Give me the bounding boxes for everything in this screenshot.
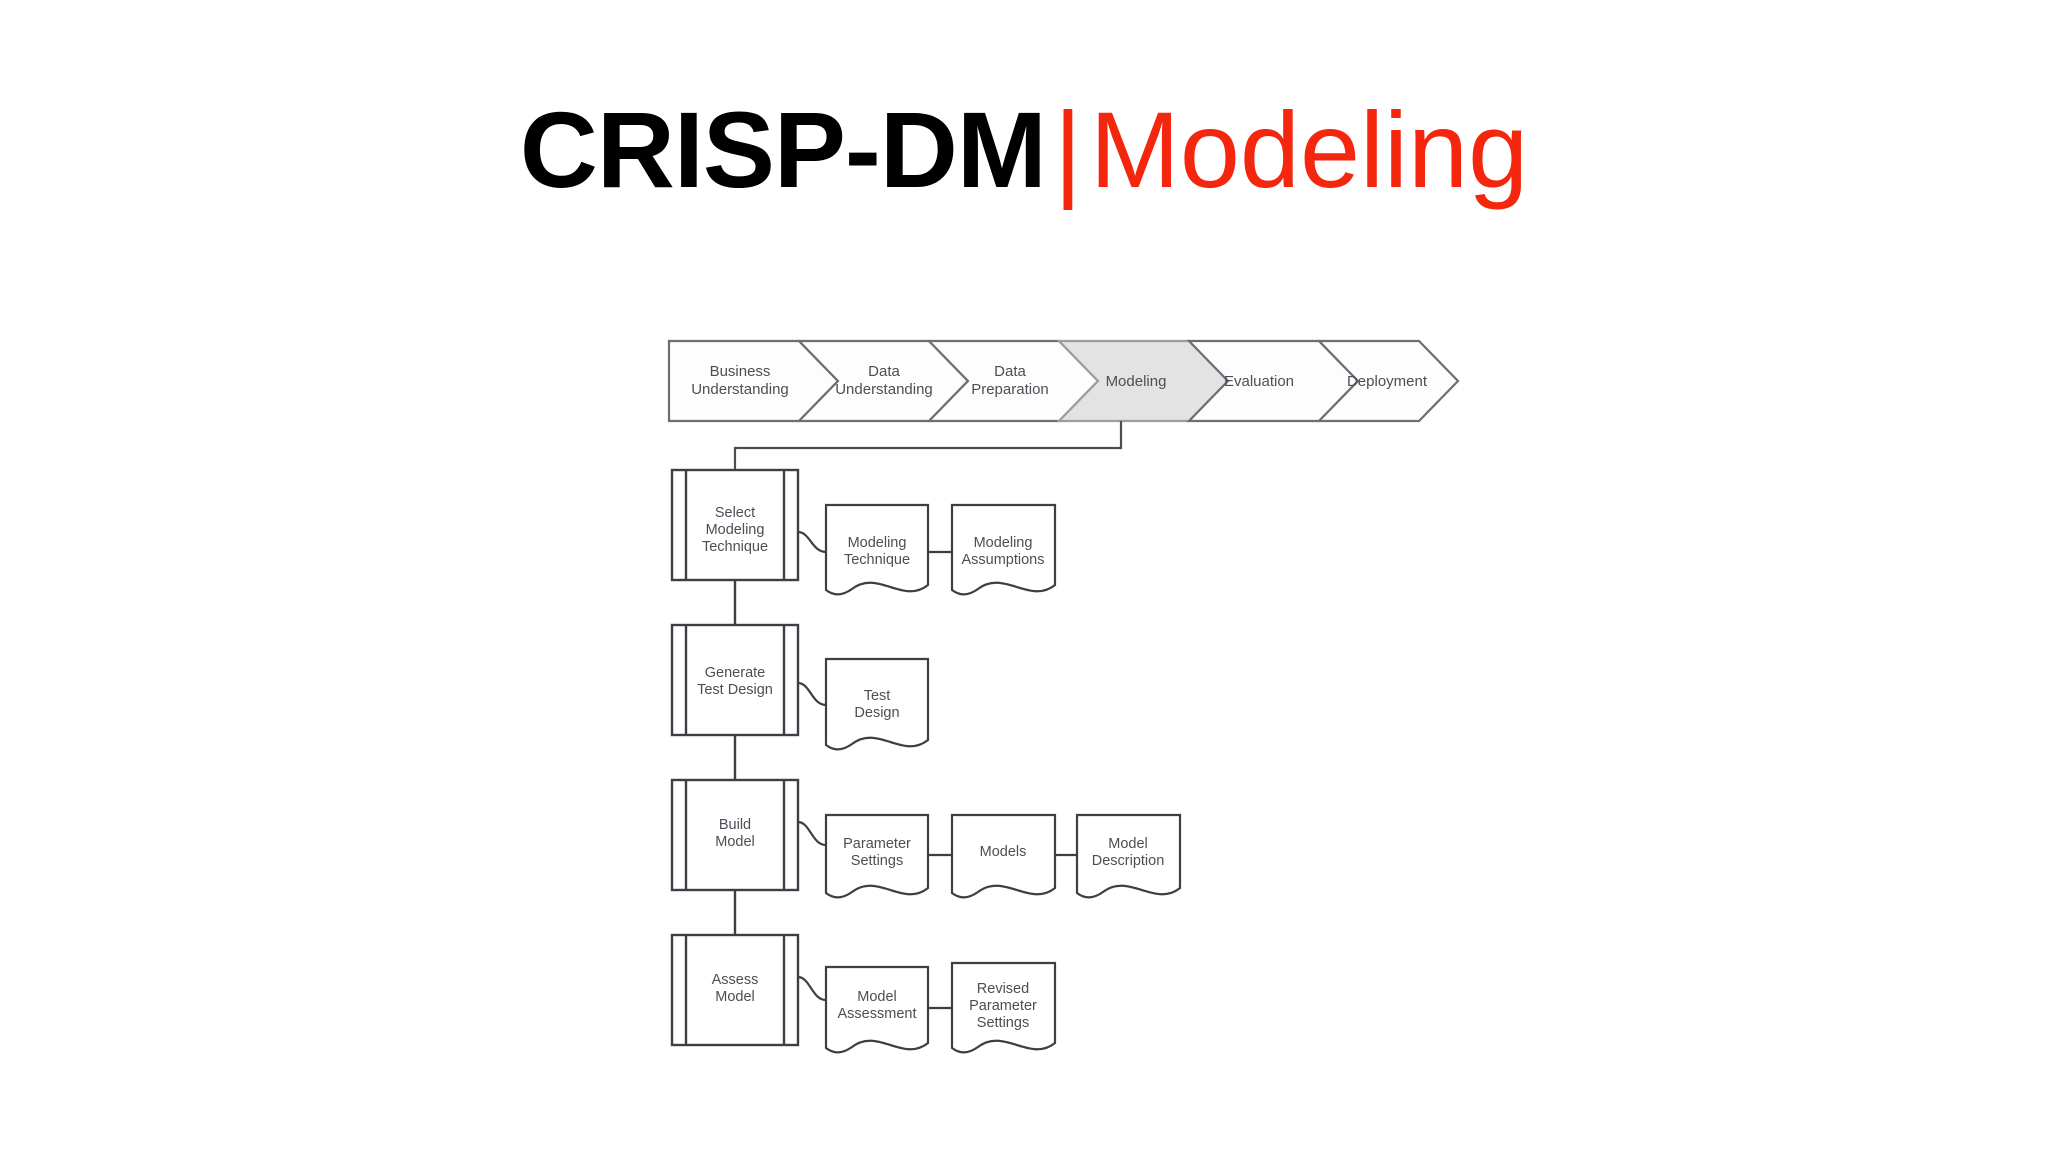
- task-label-line2: Modeling: [706, 522, 765, 538]
- title-main-text: CRISP-DM: [519, 89, 1047, 210]
- output-label-line2: Description: [1092, 853, 1165, 869]
- output-doc-parameter-settings[interactable]: Parameter Settings: [824, 813, 930, 899]
- phase-label-line1: Evaluation: [1224, 373, 1294, 390]
- task-row-build-model: Build Model Parameter Settings Models Mo…: [670, 778, 1182, 899]
- task-to-output-connector: [797, 975, 827, 1002]
- output-label-line2: Settings: [851, 853, 903, 869]
- phase-chevron-data-understanding[interactable]: Data Understanding: [796, 339, 970, 423]
- output-doc-model-description[interactable]: Model Description: [1075, 813, 1182, 899]
- output-doc-modeling-assumptions[interactable]: Modeling Assumptions: [950, 503, 1057, 596]
- output-label-line2: Parameter: [969, 998, 1037, 1014]
- phase-label-line1: Data: [868, 363, 900, 380]
- output-doc-test-design[interactable]: Test Design: [824, 657, 930, 751]
- task-label-line2: Model: [715, 989, 755, 1005]
- task-label-line3: Technique: [702, 539, 768, 555]
- task-to-output-connector: [797, 681, 827, 707]
- phase-label-line2: Preparation: [971, 381, 1049, 398]
- output-label-line2: Assumptions: [961, 552, 1044, 568]
- task-label-line2: Model: [715, 834, 755, 850]
- output-label-line3: Settings: [977, 1015, 1029, 1031]
- task-label-line1: Select: [715, 505, 755, 521]
- phase-label-line1: Deployment: [1347, 373, 1428, 390]
- task-box-assess-model[interactable]: Assess Model: [670, 933, 800, 1047]
- phase-chevron-deployment[interactable]: Deployment: [1316, 339, 1460, 423]
- task-box-build-model[interactable]: Build Model: [670, 778, 800, 892]
- task-row-generate-test-design: Generate Test Design Test Design: [670, 623, 930, 751]
- output-label-line1: Models: [980, 844, 1027, 860]
- task-label-line1: Assess: [712, 972, 759, 988]
- task-box-generate-test-design[interactable]: Generate Test Design: [670, 623, 800, 737]
- output-label-line1: Parameter: [843, 836, 911, 852]
- output-label-line2: Assessment: [838, 1006, 917, 1022]
- output-label-line1: Model: [857, 989, 897, 1005]
- output-label-line1: Modeling: [848, 535, 907, 551]
- phase-label-line1: Business: [710, 363, 771, 380]
- phase-label-line1: Modeling: [1106, 373, 1167, 390]
- task-row-select-modeling-technique: Select Modeling Technique Modeling Techn…: [670, 468, 1057, 596]
- output-doc-modeling-technique[interactable]: Modeling Technique: [824, 503, 930, 596]
- title-separator: |: [1053, 89, 1082, 210]
- output-label-line1: Test: [864, 688, 891, 704]
- page-title: CRISP-DM|Modeling: [0, 96, 2048, 204]
- title-sub-text: Modeling: [1089, 89, 1529, 210]
- banner-to-tasks-connector: [733, 421, 1123, 470]
- output-label-line1: Revised: [977, 981, 1029, 997]
- phase-label-line1: Data: [994, 363, 1026, 380]
- output-label-line2: Design: [854, 705, 899, 721]
- task-label-line1: Build: [719, 817, 751, 833]
- output-label-line2: Technique: [844, 552, 910, 568]
- task-label-line1: Generate: [705, 665, 765, 681]
- task-label-line2: Test Design: [697, 682, 773, 698]
- output-doc-revised-parameter-settings[interactable]: Revised Parameter Settings: [950, 961, 1057, 1054]
- phase-label-line2: Understanding: [835, 381, 933, 398]
- task-to-output-connector: [797, 820, 827, 847]
- task-box-select-modeling-technique[interactable]: Select Modeling Technique: [670, 468, 800, 582]
- task-to-output-connector: [797, 530, 827, 554]
- task-row-assess-model: Assess Model Model Assessment Revised Pa…: [670, 933, 1057, 1054]
- output-doc-models[interactable]: Models: [950, 813, 1057, 899]
- phase-label-line2: Understanding: [691, 381, 789, 398]
- output-label-line1: Model: [1108, 836, 1148, 852]
- output-doc-model-assessment[interactable]: Model Assessment: [824, 965, 930, 1054]
- phase-banner: Business Understanding Data Understandin…: [667, 339, 1460, 423]
- output-label-line1: Modeling: [974, 535, 1033, 551]
